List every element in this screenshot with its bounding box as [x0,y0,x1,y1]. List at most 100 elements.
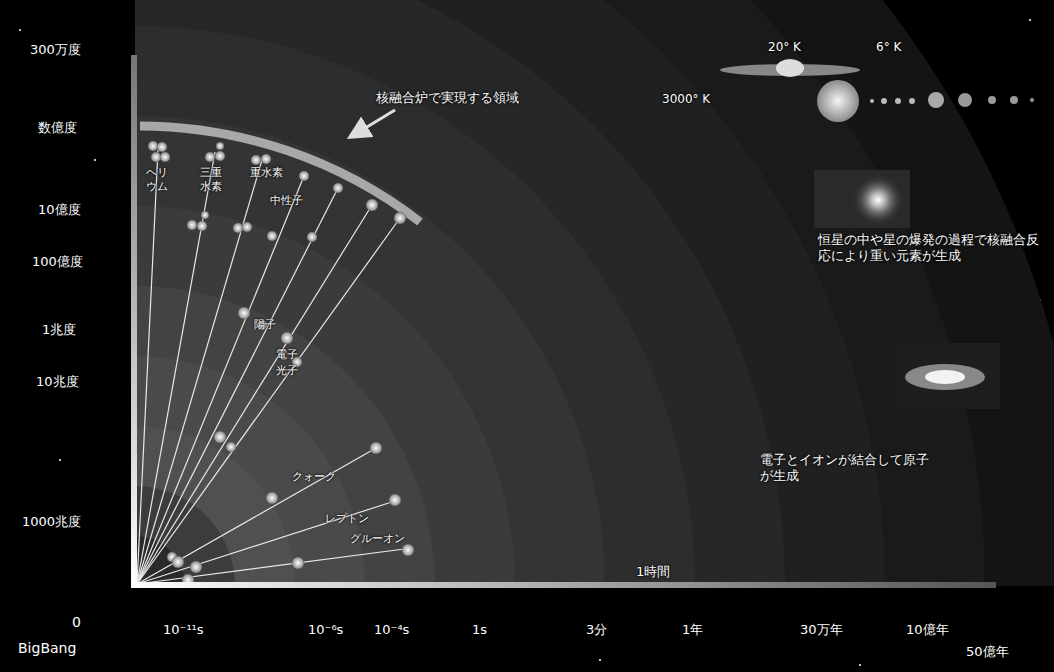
planet [988,96,996,104]
particle [233,223,243,233]
galaxy-core [925,370,965,384]
band [135,0,985,586]
band [135,426,295,586]
temperature-tick: 1兆度 [42,322,76,338]
ray [137,176,304,584]
particle [370,442,382,454]
band [135,0,1054,586]
particle [187,220,197,230]
galaxy-halo [905,364,985,390]
particle [394,212,406,224]
particle [238,307,250,319]
particle-label: 電子 [276,348,298,362]
ray [137,218,400,584]
temperature-tick: 10兆度 [36,374,79,390]
particle-label: 中性子 [270,194,303,208]
particle [197,221,207,231]
particle [366,199,378,211]
temperature-tick: 1000兆度 [22,514,81,530]
cluster-frame [814,170,910,228]
particle-rays [137,150,412,584]
temperature-tag: 3000° K [662,92,710,107]
band [135,486,235,586]
particle [160,152,170,162]
sun [817,80,859,122]
temperature-axis [131,55,137,588]
particle-label: 光子 [276,364,298,378]
solar-system [817,80,1034,122]
star [59,459,61,461]
particle [281,332,293,344]
planet [909,98,915,104]
planet [870,99,874,103]
particle [216,142,224,150]
band [135,0,885,586]
particle [190,561,202,573]
ray [137,150,158,584]
time-tick: 1s [472,622,487,638]
temperature-tick: 10億度 [38,202,81,218]
galaxy-image [896,343,1000,409]
time-tick: 10⁻⁴s [374,622,409,638]
particle [389,494,401,506]
star [859,664,861,666]
particle [251,155,261,165]
fusion-arc [140,126,420,222]
particle [214,431,226,443]
particle [261,154,271,164]
planet [928,92,944,108]
particle [151,152,161,162]
ray [137,548,412,584]
time-marker: 1時間 [636,564,670,580]
ray [137,448,376,584]
ray [137,188,338,584]
band [135,356,365,586]
ray [137,152,215,584]
particle [333,183,343,193]
particle [148,141,158,151]
particle-label: レプトン [325,512,369,526]
particle-label: 陽子 [254,318,276,332]
particle [226,442,236,452]
band [135,116,605,586]
star-cluster [814,170,910,228]
particle [292,557,304,569]
particle [215,151,225,161]
time-tick: 3分 [586,622,607,638]
band [135,286,435,586]
temperature-tag: 6° K [876,40,901,55]
time-tick: 1年 [682,622,703,638]
region-label: 核融合炉で実現する領域 [376,90,519,106]
planet [1010,96,1018,104]
particle [299,171,309,181]
particle [172,556,184,568]
temperature-tick: BigBang [18,640,76,658]
temperature-tick: 数億度 [38,120,77,136]
time-tick: 10億年 [906,622,949,638]
particle [201,211,209,219]
particle-label: 重水素 [250,166,283,180]
temperature-tag: 20° K [768,40,801,55]
planet [895,98,901,104]
time-axis [131,582,996,588]
time-tick: 50億年 [966,644,1009,660]
temperature-tick: 0 [72,614,81,632]
particle [267,231,277,241]
time-tick: 10⁻¹¹s [163,622,204,638]
particle-label: クォーク [292,470,336,484]
particle-label: グルーオン [350,532,405,546]
leader-arrow [352,110,395,136]
ray [137,205,372,584]
planet [958,93,972,107]
temperature-tick: 300万度 [30,42,81,58]
particle [402,544,414,556]
band [135,26,695,586]
particle-label: ヘリウム [146,166,170,194]
time-tick: 30万年 [800,622,843,638]
particle [307,232,317,242]
planet [881,98,887,104]
ray [137,160,262,584]
particle [157,142,167,152]
cluster-glow [852,174,904,226]
